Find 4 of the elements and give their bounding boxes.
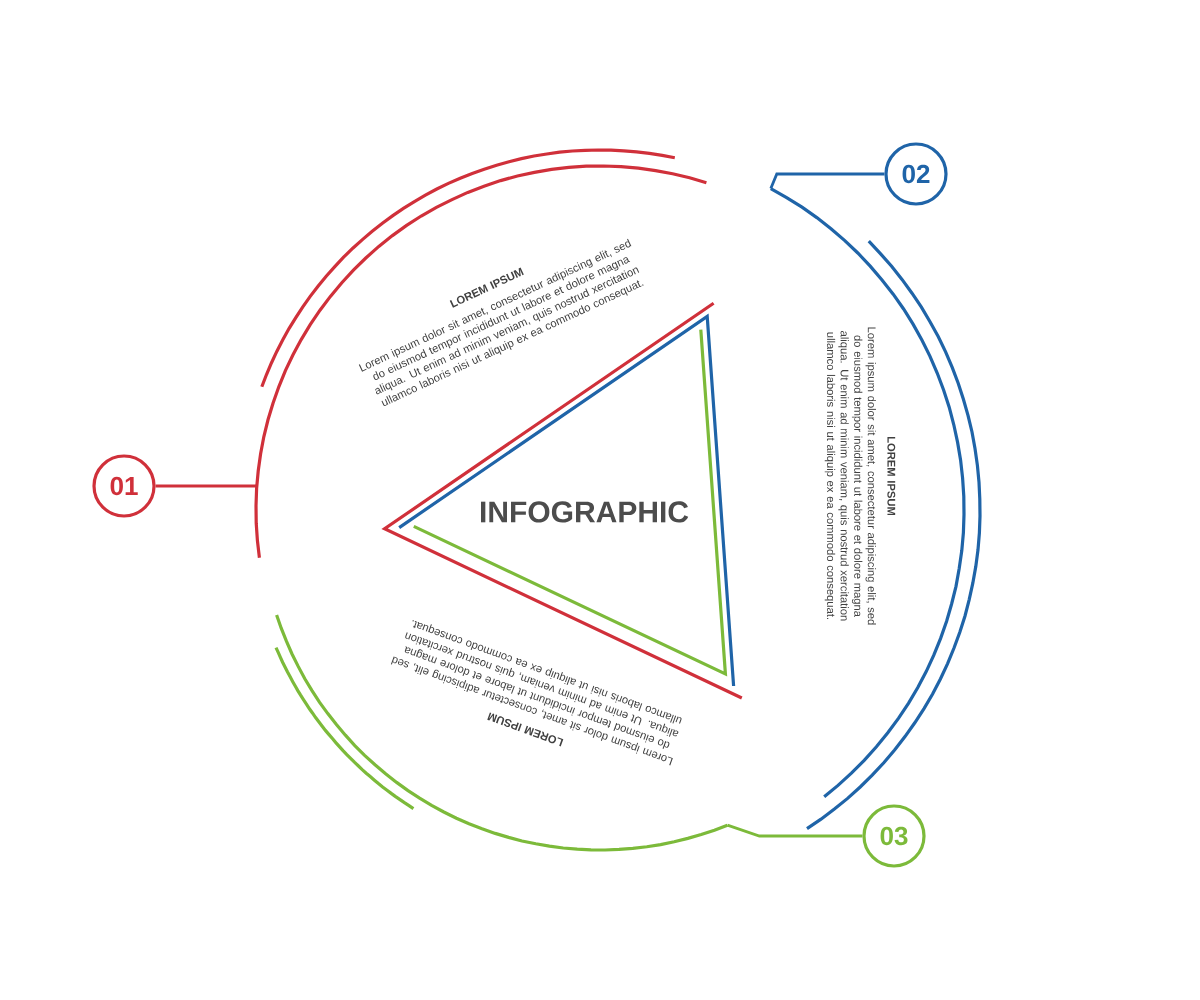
connector-line <box>726 823 863 838</box>
connector-line <box>155 484 257 488</box>
connector-line <box>769 172 885 190</box>
center-title: INFOGRAPHIC <box>477 499 691 525</box>
